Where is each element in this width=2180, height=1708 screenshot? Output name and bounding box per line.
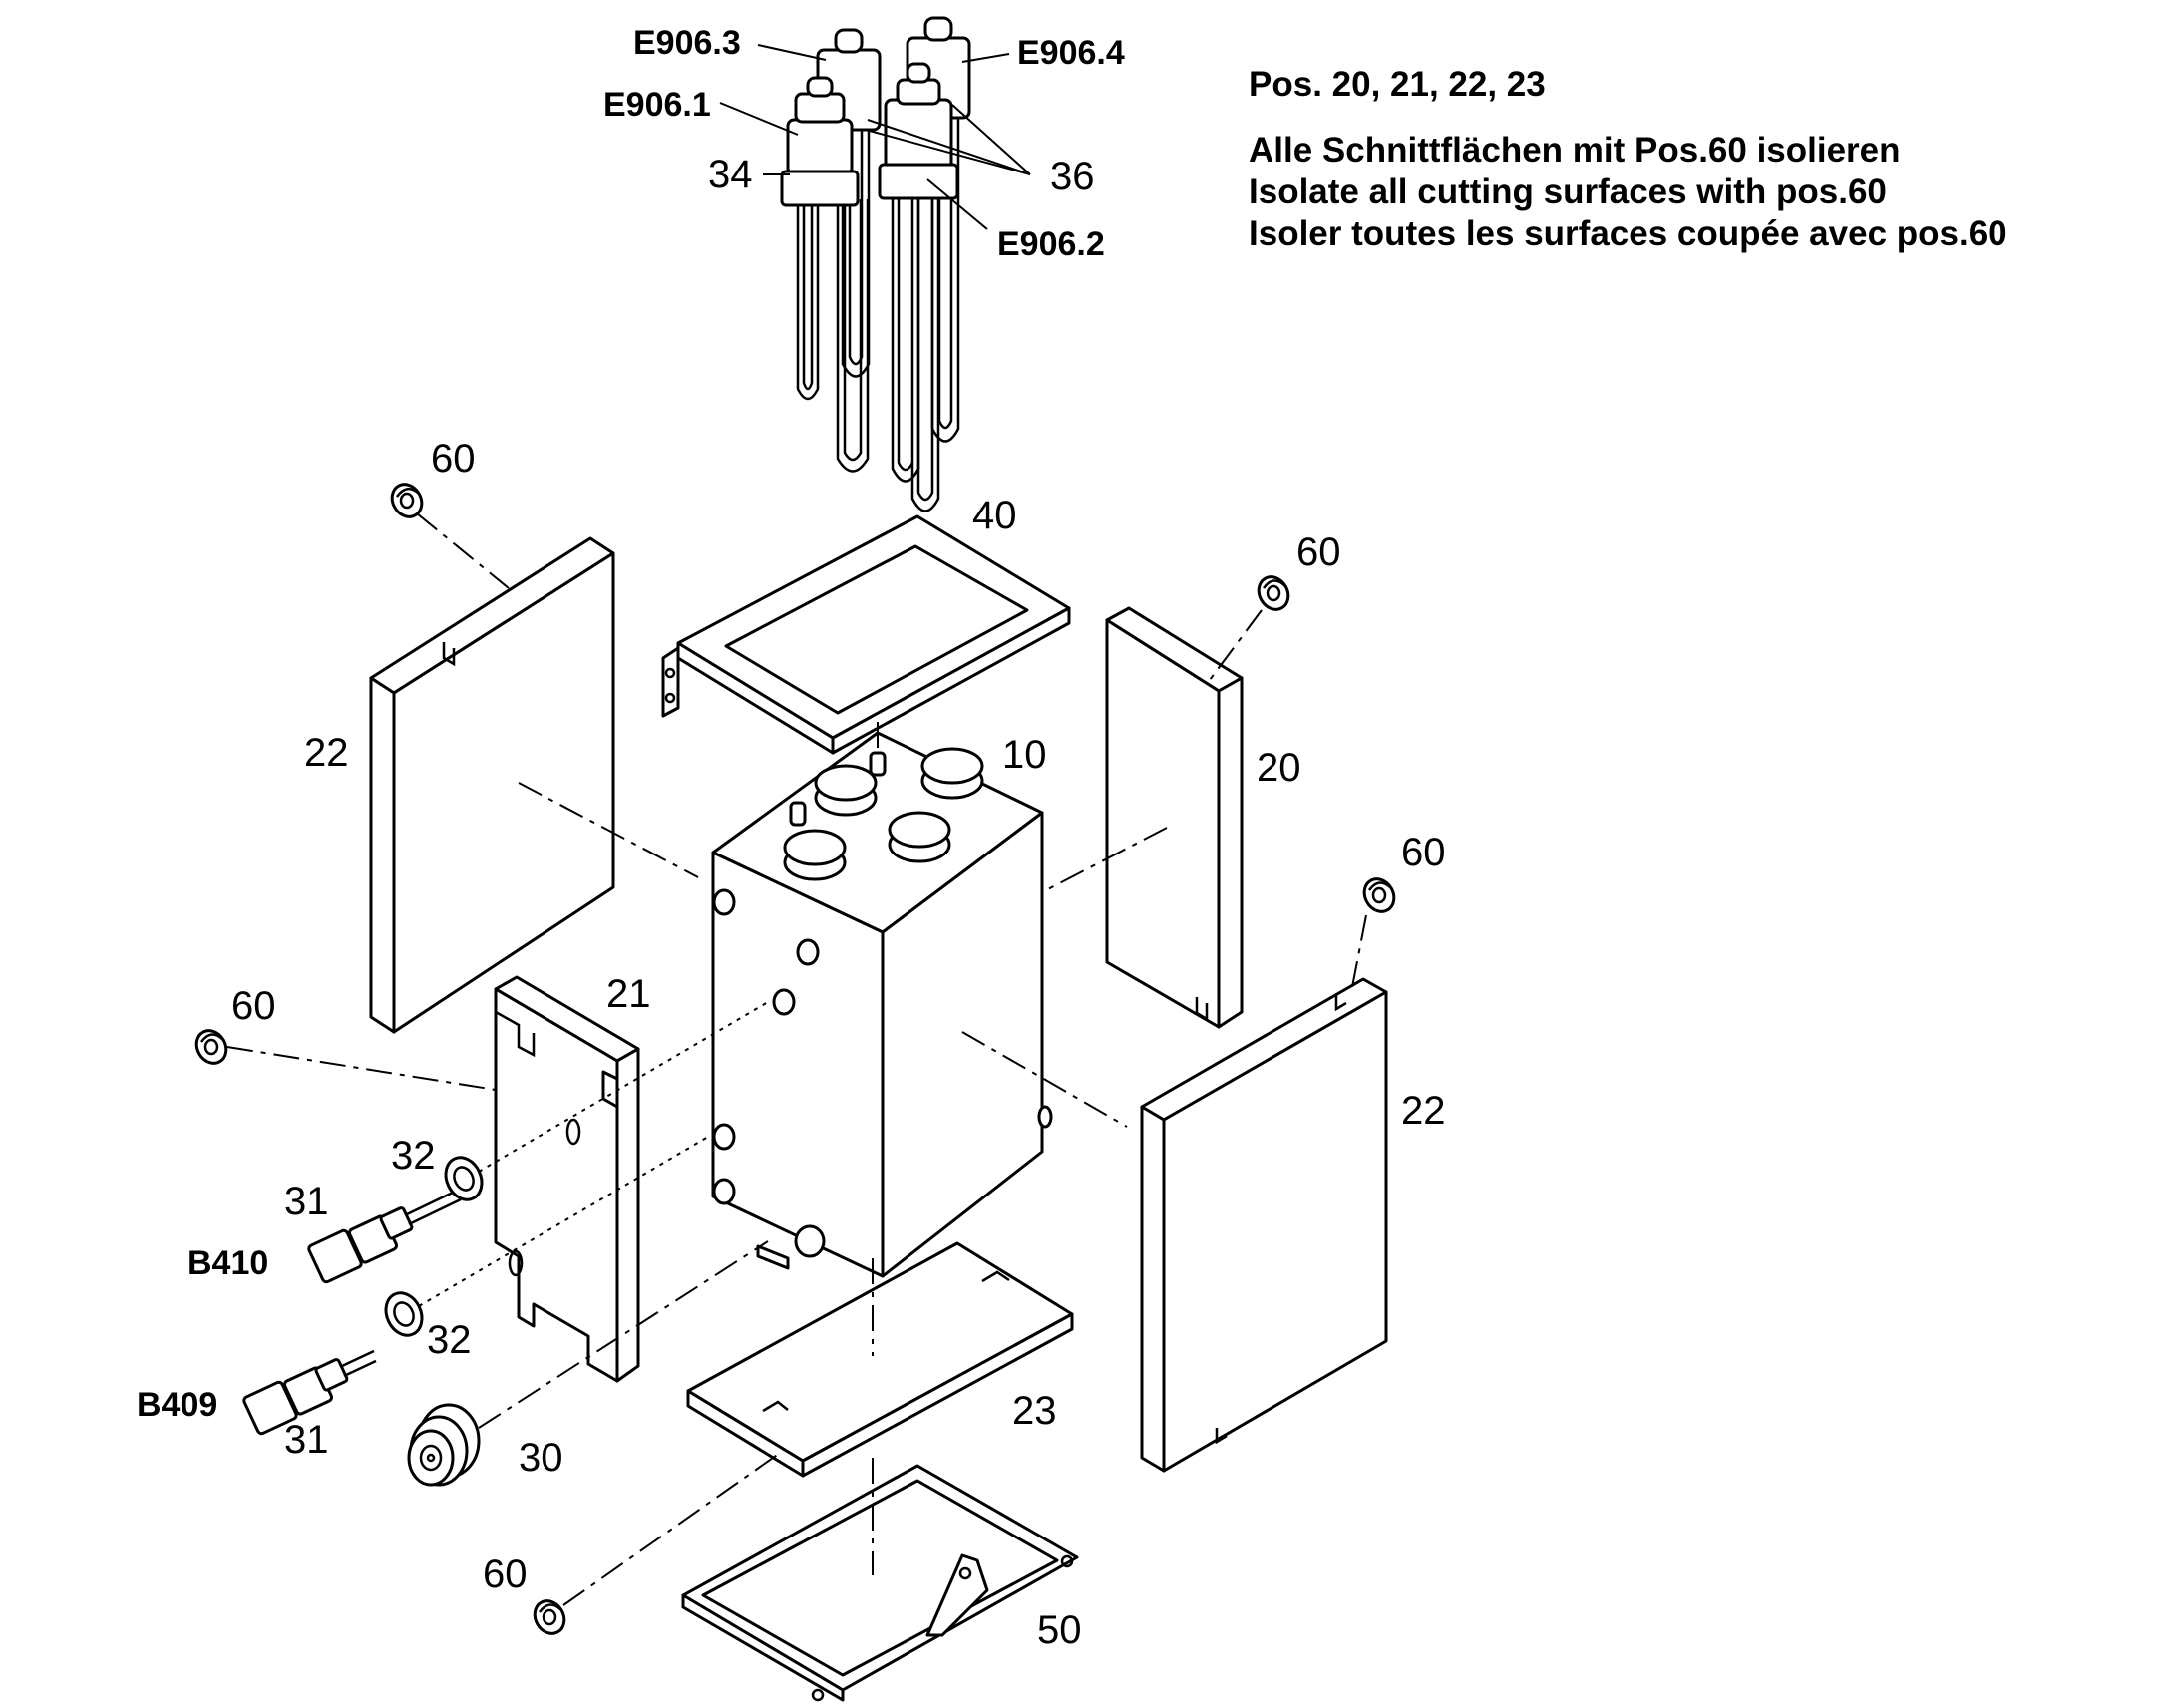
note-english: Isolate all cutting surfaces with pos.60 xyxy=(1249,172,1887,211)
label-b409: B409 xyxy=(137,1386,217,1424)
label-pos-22-left: 22 xyxy=(304,731,349,775)
assembly-lines xyxy=(226,512,1367,1606)
heating-element-e906-2 xyxy=(878,62,959,512)
label-pos-21: 21 xyxy=(606,972,651,1016)
label-b410: B410 xyxy=(187,1244,268,1282)
tape-roll-part-60-d xyxy=(194,1029,228,1065)
water-tank-part-10 xyxy=(711,731,1053,1278)
label-pos-30: 30 xyxy=(519,1436,563,1480)
label-pos-40: 40 xyxy=(972,494,1017,537)
tape-roll-part-60-b xyxy=(1257,575,1290,611)
label-pos-20: 20 xyxy=(1257,746,1301,790)
note-french: Isoler toutes les surfaces coupée avec p… xyxy=(1249,214,2007,253)
label-pos-60-a: 60 xyxy=(431,437,476,481)
label-e906-2: E906.2 xyxy=(997,225,1105,263)
sensor-b409-part-31 xyxy=(242,1349,377,1436)
label-pos-60-b: 60 xyxy=(1296,530,1341,574)
label-pos-36: 36 xyxy=(1050,155,1095,198)
label-pos-32-top: 32 xyxy=(391,1134,436,1178)
sealing-ring-part-32-bottom xyxy=(384,1291,424,1337)
assembly-notes: Pos. 20, 21, 22, 23 Alle Schnittflächen … xyxy=(1249,65,2007,253)
tape-roll-part-60-a xyxy=(390,483,424,518)
label-pos-50: 50 xyxy=(1037,1608,1082,1652)
heating-element-e906-1 xyxy=(780,76,870,473)
note-positions: Pos. 20, 21, 22, 23 xyxy=(1249,65,1546,104)
label-pos-60-d: 60 xyxy=(231,984,276,1028)
label-pos-23: 23 xyxy=(1012,1389,1057,1433)
label-pos-34: 34 xyxy=(708,153,753,196)
label-pos-32-bottom: 32 xyxy=(427,1318,472,1362)
insulation-panel-part-21 xyxy=(494,975,640,1383)
label-pos-22-right: 22 xyxy=(1401,1089,1446,1133)
label-pos-60-c: 60 xyxy=(1401,831,1446,874)
insulation-panel-part-23 xyxy=(686,1241,1074,1478)
label-e906-1: E906.1 xyxy=(603,86,711,124)
tape-roll-part-60-c xyxy=(1362,877,1396,913)
label-pos-31-bottom: 31 xyxy=(284,1418,329,1462)
insulation-panel-part-20 xyxy=(1105,606,1244,1029)
top-frame-part-40 xyxy=(661,514,1071,755)
label-e906-4: E906.4 xyxy=(1017,34,1125,72)
sensor-b410-part-31 xyxy=(307,1188,462,1284)
insulation-panel-part-22-left xyxy=(369,536,615,1034)
tape-roll-part-60-e xyxy=(533,1599,566,1635)
label-pos-10: 10 xyxy=(1002,733,1047,777)
sealing-ring-part-32-top xyxy=(444,1156,484,1201)
label-e906-3: E906.3 xyxy=(633,24,741,62)
base-tray-part-50 xyxy=(681,1464,1079,1702)
label-pos-31-top: 31 xyxy=(284,1180,329,1223)
drain-fitting-part-30 xyxy=(407,1403,481,1487)
note-german: Alle Schnittflächen mit Pos.60 isolieren xyxy=(1249,131,1901,170)
label-pos-60-e: 60 xyxy=(483,1552,528,1596)
insulation-panel-part-22-right xyxy=(1140,977,1388,1473)
